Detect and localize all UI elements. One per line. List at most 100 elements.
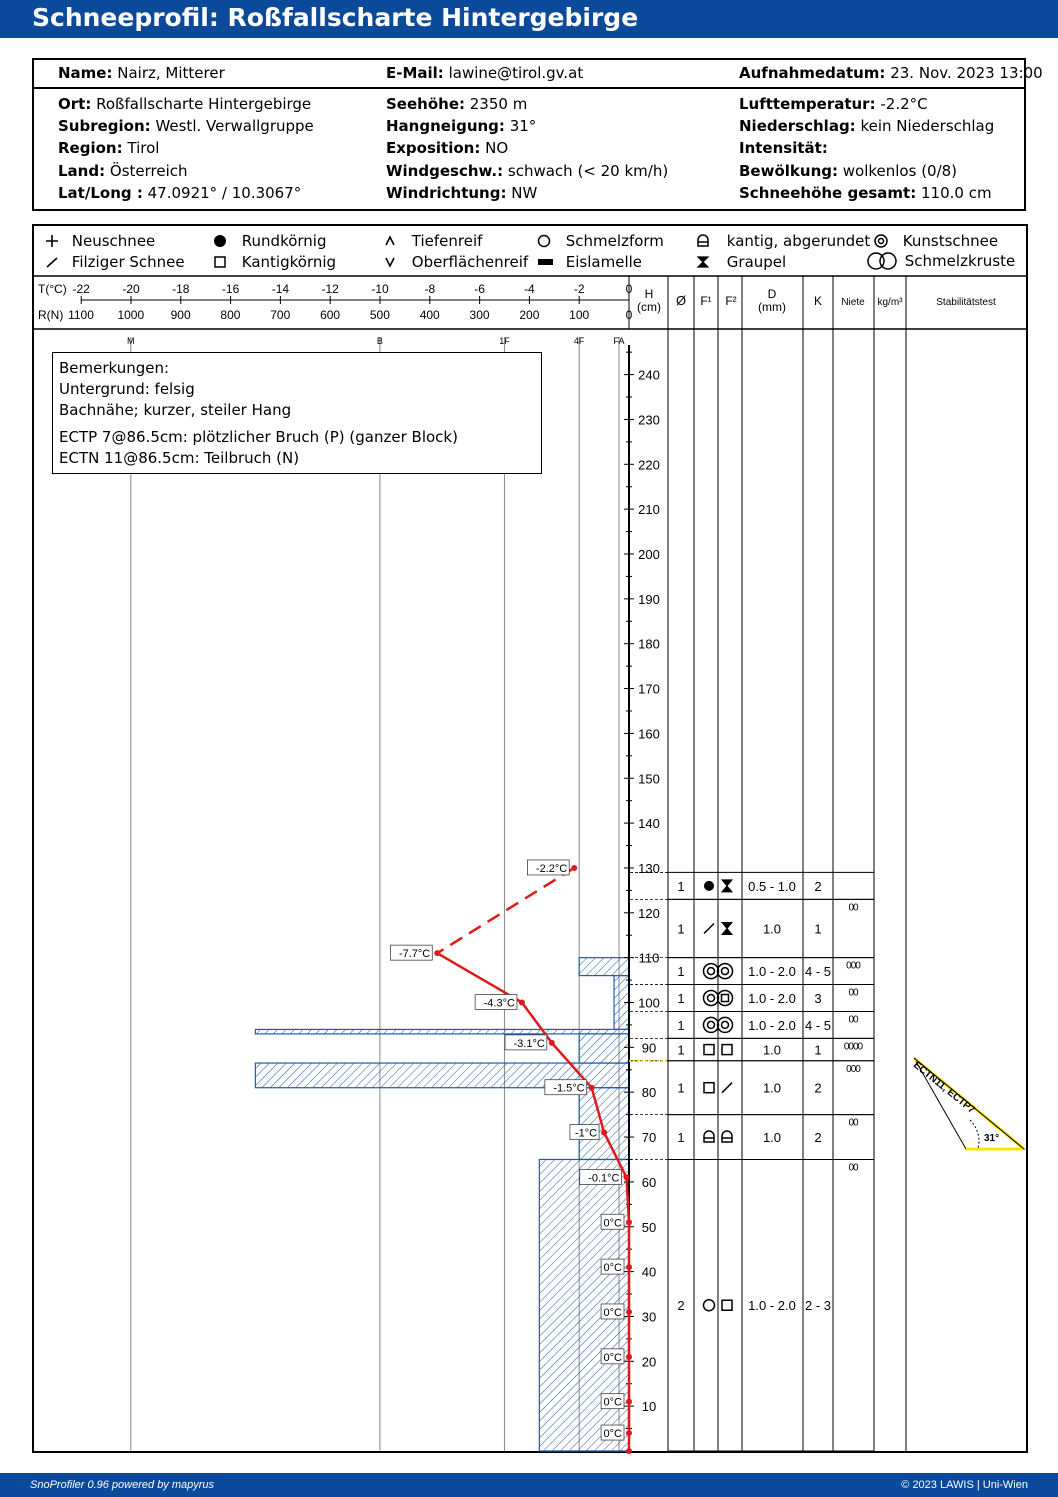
layer-grain-size: 1.0 - 2.0 [748,1298,796,1313]
info-box: Name: Nairz, Mitterer E-Mail: lawine@tir… [32,58,1043,211]
temperature-label: -1°C [575,1128,597,1140]
temp-tick-label: -22 [73,282,91,296]
filziger-icon [46,257,58,268]
legend-filziger: Filziger Schnee [45,253,185,271]
layer-grain-size: 1.0 [763,1081,781,1096]
height-tick-label: 40 [642,1265,656,1280]
layer-niete: 00 [848,1118,859,1129]
ram-profile-segment [578,1033,630,1064]
temperature-point [626,1308,632,1315]
layer-hardness: 2 [814,879,821,894]
legend-kantigkoernig: Kantigkörnig [213,253,336,271]
ram-profile-segment [254,1028,630,1035]
ram-tick-label: 100 [569,308,589,322]
temperature-point [518,999,525,1006]
layer-hardness: 3 [814,991,821,1006]
temperature-label-box [474,994,518,1010]
graupel-icon [720,879,734,893]
info-niederschlag: Niederschlag: kein Niederschlag [739,117,995,135]
layer-hardness: 4 - 5 [805,1018,831,1033]
schmelzform-icon [720,966,730,976]
temp-tick-label: -2 [574,282,585,296]
info-exposition: Exposition: NO [386,139,509,157]
kantig-abgerundet-icon [703,1130,715,1143]
temp-tick-label: -10 [371,282,389,296]
kantigkoernig-icon [721,1299,733,1311]
height-tick-label: 130 [638,861,660,876]
legend-oberflaechenreif: Oberflächenreif [383,253,528,271]
temperature-label-box [600,1258,625,1275]
temperature-point [623,1174,630,1181]
legend-kantig-abgerundet: kantig, abgerundet [696,232,870,250]
graupel-icon [720,921,734,935]
temperature-label-box [600,1424,625,1441]
temp-tick-label: -20 [122,282,140,296]
height-tick-label: 150 [638,771,660,786]
temperature-label: 0°C [604,1428,623,1440]
r-axis-label: R(N) [38,308,63,322]
temp-tick-label: -16 [222,282,240,296]
temperature-point [571,864,578,871]
info-lufttemp: Lufttemperatur: -2.2°C [739,95,928,113]
layer-niete: 000 [846,1064,861,1075]
page-title: Schneeprofil: Roßfallscharte Hintergebir… [32,3,639,32]
layer-hardness: 4 - 5 [805,964,831,979]
height-tick-label: 160 [638,726,660,741]
ram-tick-label: 900 [171,308,191,322]
ram-profile-segment [578,957,630,977]
hardness-label: FA [614,336,625,346]
info-land: Land: Österreich [58,162,188,180]
schmelzform-icon [706,966,716,976]
info-ort: Ort: Roßfallscharte Hintergebirge [58,95,312,113]
layer-grain-size: 1.0 - 2.0 [748,991,796,1006]
height-tick-label: 190 [638,592,660,607]
temperature-label: 0°C [604,1397,623,1409]
layer-niete: 00 [848,1014,859,1025]
layer-hardness: 1 [814,921,821,936]
layer-hardness: 2 - 3 [805,1298,831,1313]
info-windgeschw: Windgeschw.: schwach (< 20 km/h) [386,162,669,180]
legend-eislamelle: Eislamelle [537,253,642,271]
temperature-label: -1.5°C [553,1083,584,1095]
temperature-label-box [504,1034,548,1051]
height-tick-label: 200 [638,547,660,562]
height-tick-label: 180 [638,637,660,652]
temperature-line [625,1177,631,1223]
temperature-label-box [579,1169,622,1185]
height-tick-label: 50 [642,1220,656,1235]
ram-tick-label: 300 [470,308,490,322]
hardness-label: M [127,336,135,346]
schmelzkruste-icon [716,989,734,1007]
height-tick-label: 220 [638,457,660,472]
remarks-line: ECTN 11@86.5cm: Teilbruch (N) [59,449,300,467]
height-tick-label: 90 [642,1040,656,1055]
tiefenreif-icon [385,235,395,246]
neuschnee-icon [46,235,58,247]
layer-niete: 00 [848,902,859,913]
remarks-title: Bemerkungen: [59,359,170,377]
ram-tick-label: 1000 [117,308,144,322]
ram-tick-label: 500 [370,308,390,322]
layer-diameter: 1 [677,879,684,894]
remarks-box: Bemerkungen: Untergrund: felsig Bachnähe… [52,352,542,474]
ram-tick-label: 700 [270,308,290,322]
temperature-label-box [390,944,433,961]
temp-tick-label: -8 [424,282,435,296]
height-axis-unit: (cm) [637,300,661,314]
temperature-label: -3.1°C [513,1038,544,1050]
temperature-label: -4.3°C [484,998,515,1010]
temperature-label-box [600,1348,625,1365]
info-latlong: Lat/Long : 47.0921° / 10.3067° [58,184,302,202]
layer-grain-size: 1.0 - 2.0 [748,1018,796,1033]
schmelzkruste-icon [702,962,720,980]
layer-grain-size: 1.0 - 2.0 [748,964,796,979]
schmelzform-icon [720,1020,730,1030]
temp-tick-label: -18 [172,282,190,296]
kantigkoernig-icon [721,1043,733,1056]
height-axis-label: H [645,287,654,301]
layer-grain-size: 1.0 [763,1130,781,1145]
hardness-label: 1F [499,336,510,346]
legend-schmelzform: Schmelzform [537,232,664,250]
temperature-label-box [544,1079,588,1096]
